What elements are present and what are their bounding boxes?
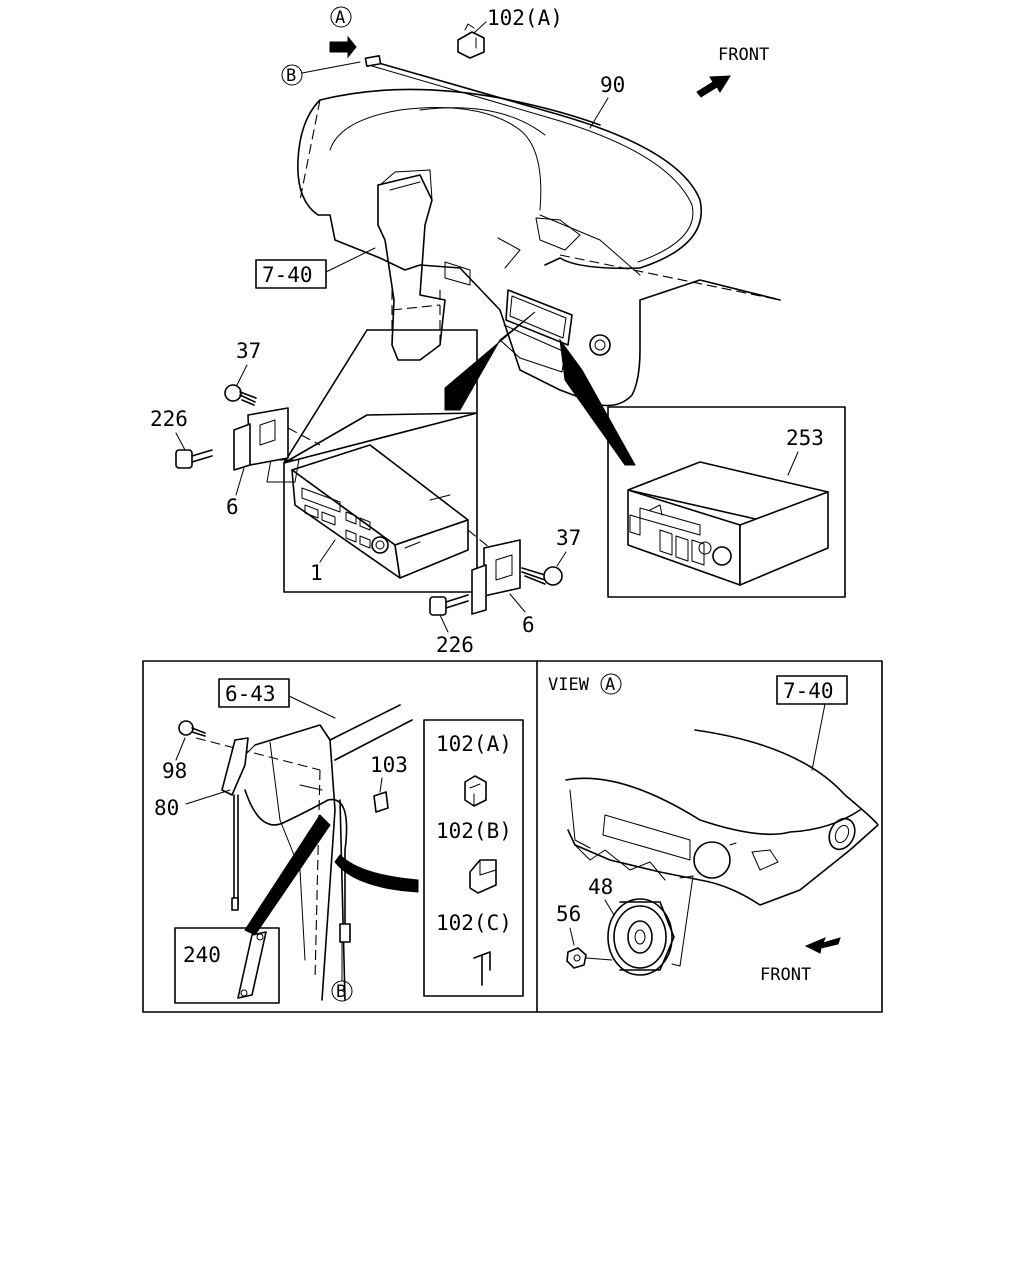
bracket-240 (237, 931, 267, 999)
part-102a-box: 102(A) (436, 732, 512, 756)
part-80: 80 (154, 796, 179, 820)
clip-102a (464, 775, 487, 807)
front-arrow-top (696, 75, 731, 98)
bolt-37-left (224, 384, 257, 406)
clip-102c (473, 951, 491, 986)
bolt-226-left (175, 449, 213, 469)
svg-text:B: B (336, 982, 346, 1002)
ref-box-6-43 (218, 678, 290, 708)
part-56: 56 (556, 902, 581, 926)
svg-text:7-40: 7-40 (262, 263, 313, 287)
speaker-48 (607, 898, 675, 976)
nut-56 (566, 947, 587, 969)
front-arrow-bottom (804, 937, 841, 954)
svg-text:7-40: 7-40 (783, 679, 834, 703)
part-240: 240 (183, 943, 221, 967)
part-48: 48 (588, 875, 613, 899)
callout-wedge-102 (334, 854, 419, 893)
svg-text:6-43: 6-43 (225, 682, 276, 706)
steering-column (377, 174, 446, 361)
part-226-left: 226 (150, 407, 188, 431)
radio-253-frame (607, 406, 846, 598)
part-102c-box: 102(C) (436, 911, 512, 935)
dash-knob (589, 334, 611, 356)
view-label: VIEW (548, 675, 590, 695)
view-label-marker: A (600, 673, 622, 695)
view-a-arrow (329, 35, 357, 59)
part-102b-box: 102(B) (436, 819, 512, 843)
part-1: 1 (310, 561, 323, 585)
svg-text:A: A (605, 675, 615, 695)
part-37-left: 37 (236, 339, 261, 363)
bolt-37-right (521, 566, 563, 586)
marker-b-bottom: B (331, 980, 353, 1002)
bracket-6-left (233, 407, 289, 471)
screw-98 (178, 720, 206, 737)
part-6-left: 6 (226, 495, 239, 519)
part-90: 90 (600, 73, 625, 97)
radio-unit-253 (627, 461, 829, 586)
part-98: 98 (162, 759, 187, 783)
radio-unit-1 (266, 444, 469, 579)
clip-102a-top (457, 23, 485, 59)
clip-102b (469, 859, 497, 894)
part-103: 103 (370, 753, 408, 777)
dashboard-lower-view (567, 729, 879, 906)
ref-box-7-40-view (776, 675, 848, 705)
marker-b-top: B (281, 64, 303, 86)
part-6-right: 6 (522, 613, 535, 637)
box-240 (174, 927, 280, 1004)
front-label-top: FRONT (718, 45, 769, 65)
callout-wedge-left (444, 311, 536, 411)
ref-box-7-40-top (255, 259, 327, 289)
marker-b-leader (301, 61, 361, 74)
view-a-marker: A (330, 6, 352, 28)
box-102-clips (423, 719, 524, 997)
callout-wedge-right (559, 338, 636, 466)
front-label-bottom: FRONT (760, 965, 811, 985)
antenna-80 (221, 737, 351, 943)
part-37-right: 37 (556, 526, 581, 550)
part-226-right: 226 (436, 633, 474, 657)
part-102a-top: 102(A) (487, 6, 563, 30)
svg-text:A: A (335, 8, 345, 28)
dashboard-panel (297, 99, 781, 407)
bolt-226-right (429, 594, 469, 616)
svg-text:B: B (286, 66, 296, 86)
radio-opening (505, 289, 573, 346)
part-253: 253 (786, 426, 824, 450)
clip-103 (373, 791, 389, 813)
antenna-cable (367, 59, 702, 270)
bottom-frame (142, 660, 883, 1013)
bracket-6-right (471, 539, 521, 615)
antenna-cable-inner (371, 65, 694, 263)
